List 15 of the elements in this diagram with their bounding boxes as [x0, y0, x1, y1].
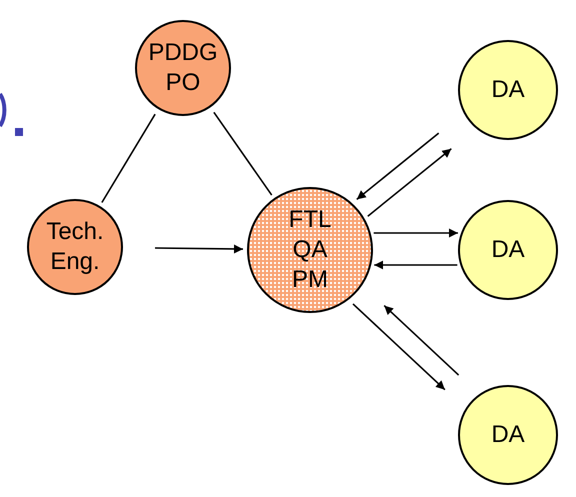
connector-line — [101, 114, 156, 203]
arrow — [154, 244, 244, 254]
arrow — [374, 260, 458, 270]
arrow — [352, 303, 446, 390]
node-label: DA — [490, 235, 526, 265]
node-label: Tech. Eng. — [45, 217, 105, 277]
arrow — [384, 305, 460, 376]
node-label: DA — [490, 420, 526, 450]
arrow — [367, 148, 452, 217]
node-label: DA — [490, 75, 526, 105]
node-label: PDDG PO — [147, 38, 219, 98]
node-label: FTL QA PM — [288, 205, 332, 295]
arrow — [374, 228, 458, 238]
connector-line — [213, 112, 272, 196]
arrow — [356, 132, 440, 200]
